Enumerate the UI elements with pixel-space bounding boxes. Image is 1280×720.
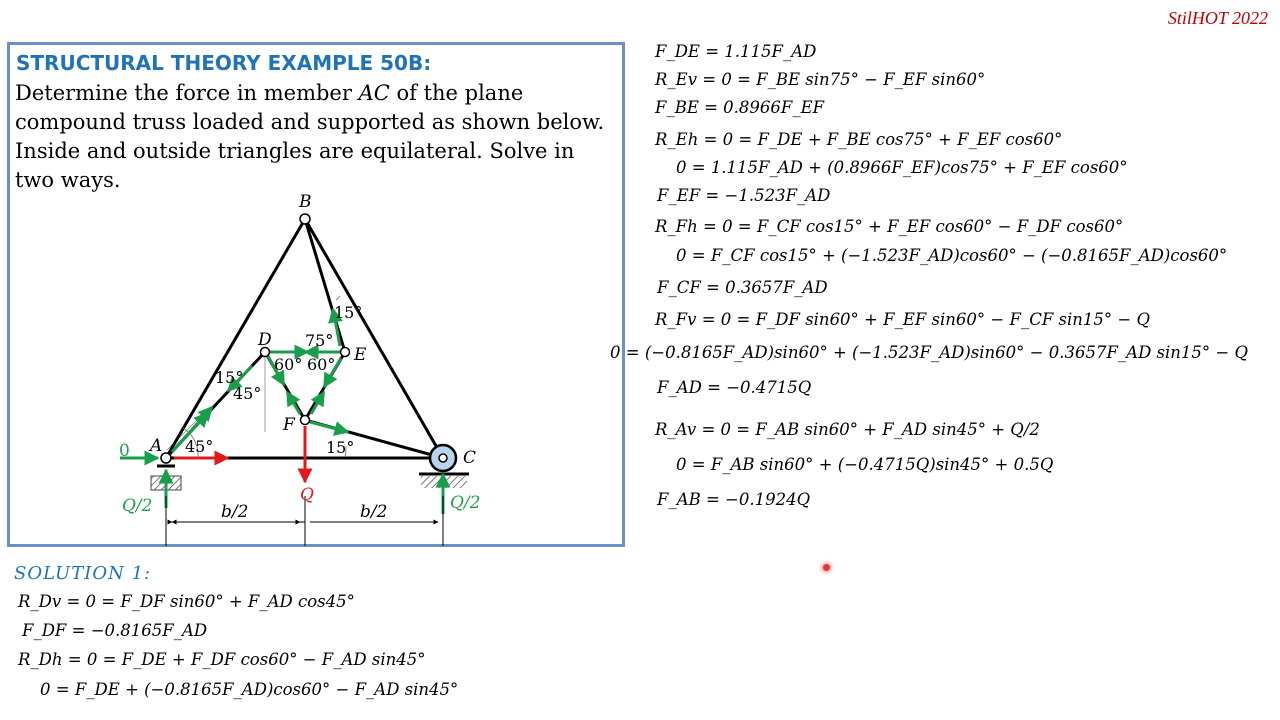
angle-15-at-d: 15° [215, 368, 243, 387]
equation-left-1: R_Dv = 0 = F_DF sin60° + F_AD cos45° [18, 592, 355, 611]
arrow-be-at-e [328, 307, 343, 347]
node-c [438, 453, 448, 463]
node-f [299, 414, 311, 426]
equation-right-3: F_BE = 0.8966F_EF [655, 98, 825, 117]
angle-75-at-e: 75° [305, 331, 333, 350]
angle-labels: 45° 15° 45° 60° 60° 75° 15° 15° [185, 303, 362, 457]
arrow-ad-at-a [170, 411, 210, 454]
load-q-label: Q [300, 485, 314, 505]
arrow-ef-at-f [309, 390, 326, 415]
equation-left-3: R_Dh = 0 = F_DE + F_DF cos60° − F_AD sin… [18, 650, 426, 669]
label-d: D [257, 330, 272, 350]
statement-part-2: of the plane compound truss loaded and s… [15, 81, 605, 192]
label-f: F [282, 415, 296, 435]
equation-right-7: R_Fh = 0 = F_CF cos15° + F_EF cos60° − F… [655, 217, 1124, 236]
laser-pointer-dot [823, 564, 830, 571]
equation-right-10: R_Fv = 0 = F_DF sin60° + F_EF sin60° − F… [655, 310, 1150, 329]
member-bc [303, 218, 445, 459]
arrow-cf-at-f [309, 420, 350, 436]
arrow-ef-at-e [322, 357, 343, 389]
equation-right-9: F_CF = 0.3657F_AD [657, 278, 828, 297]
dim-left-label: b/2 [221, 502, 248, 522]
problem-statement: Determine the force in member AC of the … [15, 79, 615, 195]
label-e: E [353, 345, 367, 365]
angle-arcs [182, 295, 347, 459]
problem-panel: STRUCTURAL THEORY EXAMPLE 50B: Determine… [7, 42, 625, 547]
equation-right-14: 0 = F_AB sin60° + (−0.4715Q)sin45° + 0.5… [676, 455, 1054, 474]
equation-right-1: F_DE = 1.115F_AD [655, 42, 817, 61]
dim-right-label: b/2 [360, 502, 387, 522]
equation-right-15: F_AB = −0.1924Q [657, 490, 811, 509]
angle-45-at-d: 45° [233, 384, 261, 403]
brand-watermark: StilHOT 2022 [1167, 8, 1268, 28]
label-c: C [463, 448, 476, 468]
node-b [299, 213, 311, 225]
arrow-df-at-d [266, 355, 286, 387]
equation-right-5: 0 = 1.115F_AD + (0.8966F_EF)cos75° + F_E… [676, 158, 1128, 177]
angle-15-at-f: 15° [326, 438, 354, 457]
truss-nodes [160, 213, 448, 464]
load-labels: 0 Q/2 Q Q/2 b/2 b/2 [119, 441, 480, 522]
node-labels: B A C D E F [148, 192, 476, 468]
arc-15-at-b [335, 295, 341, 301]
truss-diagram: B A C D E F 45° 15° 45° 60° 60° 75° 15° … [119, 192, 480, 546]
node-d [259, 346, 271, 358]
equation-right-6: F_EF = −1.523F_AD [657, 186, 831, 205]
equation-right-11: 0 = (−0.8165F_AD)sin60° + (−1.523F_AD)si… [610, 343, 1249, 362]
equation-left-2: F_DF = −0.8165F_AD [22, 621, 208, 640]
dimension-lines [165, 496, 444, 546]
angle-15-at-be: 15° [334, 303, 362, 322]
node-e [339, 346, 351, 358]
statement-member: AC [358, 81, 390, 105]
arrow-ad-at-d [226, 364, 254, 393]
member-ab [164, 218, 307, 459]
arc-45-at-a [182, 427, 199, 459]
load-q-half-left-label: Q/2 [122, 496, 152, 516]
equation-right-12: F_AD = −0.4715Q [657, 378, 812, 397]
arc-15-at-f [344, 445, 347, 458]
angle-60-e-inner: 60° [307, 355, 335, 374]
label-b: B [298, 192, 312, 212]
angle-60-d-inner: 60° [274, 355, 302, 374]
load-q-half-right-label: Q/2 [450, 493, 480, 513]
node-a [160, 452, 172, 464]
equation-right-2: R_Ev = 0 = F_BE sin75° − F_EF sin60° [655, 70, 986, 89]
arrow-df-at-f [285, 390, 302, 415]
statement-part-1: Determine the force in member [15, 81, 359, 105]
equation-right-4: R_Eh = 0 = F_DE + F_BE cos75° + F_EF cos… [655, 130, 1063, 149]
solution-heading: SOLUTION 1: [14, 563, 152, 584]
angle-45-at-a: 45° [185, 437, 213, 456]
label-a: A [148, 436, 162, 456]
load-zero-label: 0 [119, 441, 130, 461]
problem-title: STRUCTURAL THEORY EXAMPLE 50B: [16, 51, 432, 75]
equation-left-4: 0 = F_DE + (−0.8165F_AD)cos60° − F_AD si… [40, 680, 459, 699]
equation-right-8: 0 = F_CF cos15° + (−1.523F_AD)cos60° − (… [676, 246, 1228, 265]
force-arrows [120, 307, 451, 514]
equation-right-13: R_Av = 0 = F_AB sin60° + F_AD sin45° + Q… [655, 420, 1040, 439]
